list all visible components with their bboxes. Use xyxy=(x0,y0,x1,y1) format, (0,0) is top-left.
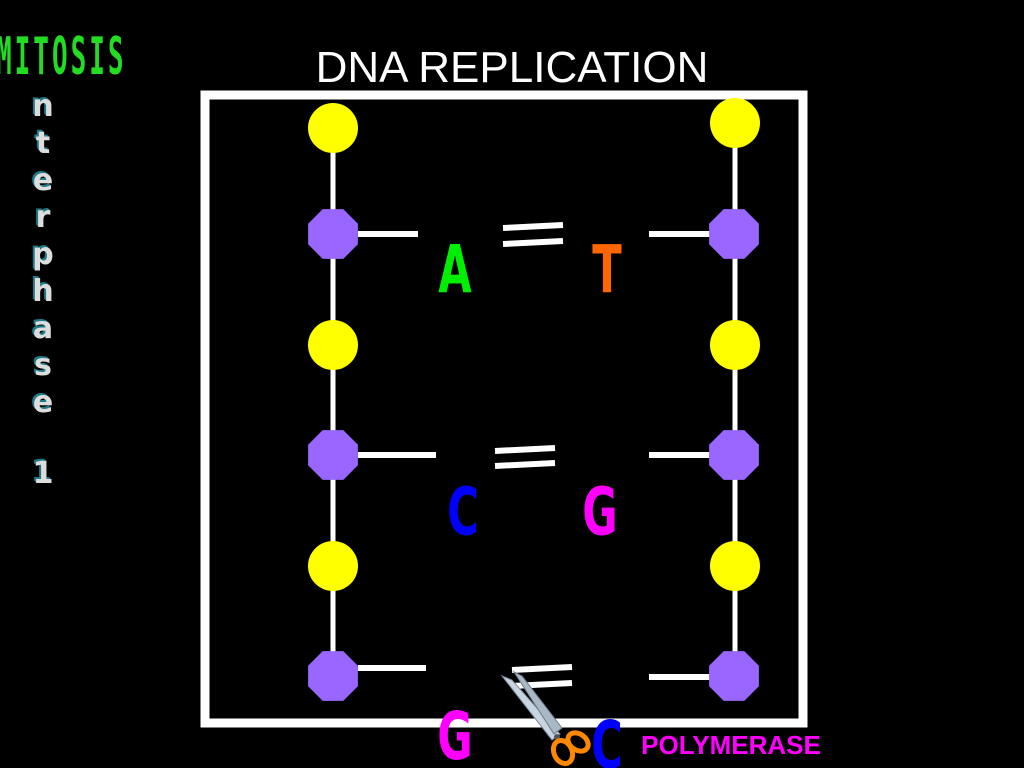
sugar-left-2 xyxy=(308,320,358,370)
phosphate-left-3 xyxy=(308,651,358,701)
scissors-icon xyxy=(500,670,591,767)
phosphate-right-3 xyxy=(709,651,759,701)
phosphate-right-1 xyxy=(709,209,759,259)
base-left-3: G xyxy=(437,699,472,768)
base-left-2: C xyxy=(447,474,479,551)
vertical-letter: e xyxy=(32,385,54,420)
base-right-1: T xyxy=(592,232,621,309)
phosphate-left-1 xyxy=(308,209,358,259)
sugar-left-3 xyxy=(308,541,358,591)
vertical-letter: n xyxy=(32,89,54,124)
diagram-frame xyxy=(200,90,808,728)
base-left-1: A xyxy=(438,232,471,309)
vertical-letter: r xyxy=(35,200,51,235)
polymerase-label: POLYMERASE xyxy=(641,730,821,760)
sugar-right-1 xyxy=(710,98,760,148)
base-right-2: G xyxy=(582,474,617,551)
hydrogen-bond-1 xyxy=(502,222,564,247)
sugar-right-2 xyxy=(710,320,760,370)
slide-title: DNA REPLICATION xyxy=(315,43,709,92)
sugar-left-1 xyxy=(308,103,358,153)
vertical-letter: t xyxy=(35,126,51,161)
vertical-letter: p xyxy=(32,237,54,272)
base-right-3: C xyxy=(591,707,623,768)
vertical-letter: a xyxy=(32,311,54,346)
vertical-letter: s xyxy=(34,348,52,383)
hydrogen-bond-3 xyxy=(511,664,573,689)
hydrogen-bond-2 xyxy=(494,445,556,469)
phosphate-left-2 xyxy=(308,430,358,480)
vertical-letter: h xyxy=(32,274,54,309)
vertical-letter: e xyxy=(32,163,54,198)
vertical-letter: 1 xyxy=(32,456,54,491)
phosphate-right-2 xyxy=(709,430,759,480)
sugar-right-3 xyxy=(710,541,760,591)
